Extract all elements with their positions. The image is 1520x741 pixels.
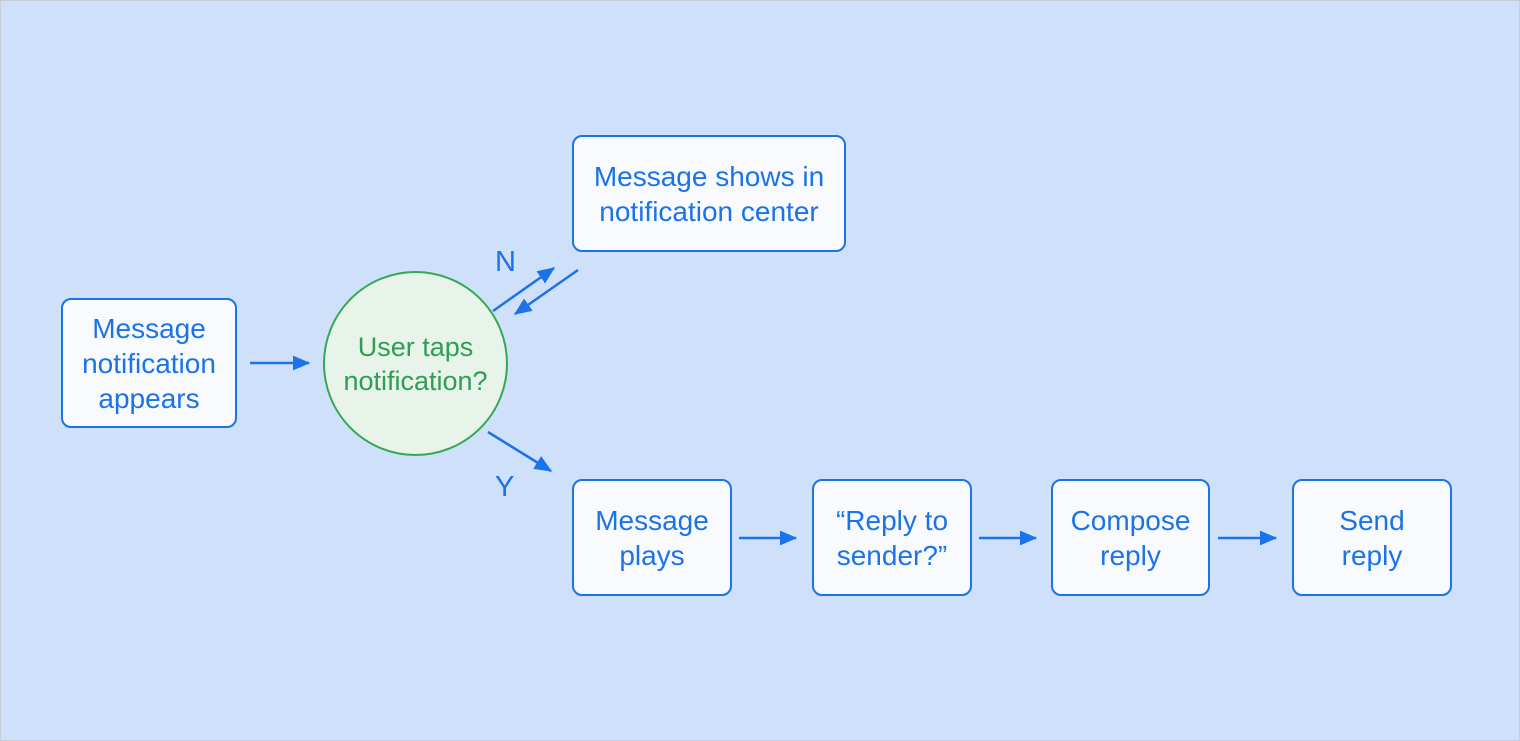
edge-notification-center-to-decision <box>513 268 579 316</box>
node-message-plays: Message plays <box>572 479 732 596</box>
node-compose-reply: Compose reply <box>1051 479 1210 596</box>
edge-decision-to-notification-center <box>492 266 556 313</box>
node-send-reply: Send reply <box>1292 479 1452 596</box>
edge-label-yes: Y <box>495 471 515 503</box>
node-decision-user-taps-notification: User taps notification? <box>323 271 508 456</box>
edge-label-no: N <box>495 246 516 278</box>
node-reply-to-sender: “Reply to sender?” <box>812 479 972 596</box>
edge-decision-to-message-plays <box>487 430 553 473</box>
node-message-shows-in-notification-center: Message shows in notification center <box>572 135 846 252</box>
node-message-notification-appears: Message notification appears <box>61 298 237 428</box>
